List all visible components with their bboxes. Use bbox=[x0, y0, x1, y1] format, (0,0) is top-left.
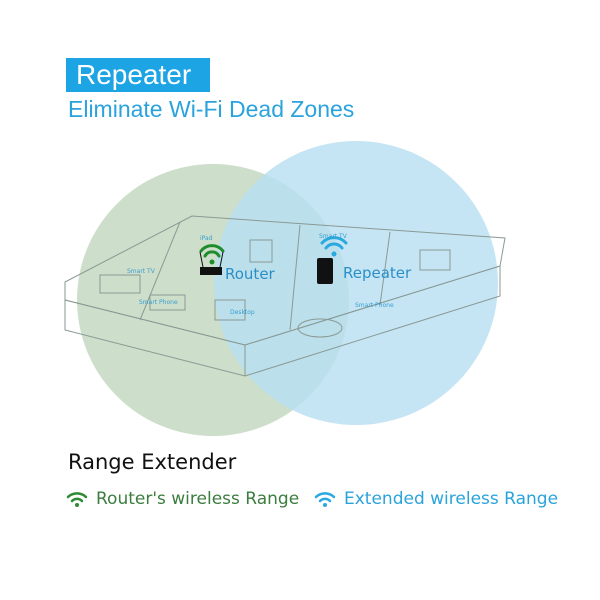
range-extender-heading: Range Extender bbox=[68, 450, 237, 474]
device-label-smart-phone-2: Smart Phone bbox=[355, 302, 394, 309]
wifi-blue-icon bbox=[314, 492, 336, 507]
router-device bbox=[199, 244, 225, 275]
router-icon bbox=[200, 267, 222, 275]
wifi-blue-icon bbox=[320, 236, 348, 250]
device-label-smart-tv-2: Smart TV bbox=[319, 233, 348, 240]
repeater-icon bbox=[317, 258, 333, 284]
repeater-device bbox=[317, 236, 348, 284]
repeater-range-circle bbox=[214, 141, 498, 425]
device-label-ipad: iPad bbox=[200, 235, 213, 242]
legend-router-label: Router's wireless Range bbox=[96, 489, 300, 509]
device-label-smart-tv: Smart TV bbox=[127, 268, 156, 275]
subtitle: Eliminate Wi-Fi Dead Zones bbox=[68, 96, 355, 122]
router-label: Router bbox=[225, 265, 276, 283]
wifi-green-icon bbox=[66, 492, 88, 507]
repeater-label: Repeater bbox=[343, 264, 412, 282]
device-label-smart-phone: Smart Phone bbox=[139, 299, 178, 306]
legend-router-range: Router's wireless Range bbox=[66, 489, 299, 509]
title-badge: Repeater bbox=[66, 58, 210, 92]
building-outline bbox=[64, 215, 506, 377]
legend-extended-label: Extended wireless Range bbox=[344, 489, 559, 509]
wifi-green-icon bbox=[199, 244, 225, 258]
legend-extended-range: Extended wireless Range bbox=[314, 489, 558, 509]
device-label-desktop: Desktop bbox=[230, 309, 255, 316]
title-text: Repeater bbox=[76, 59, 192, 90]
